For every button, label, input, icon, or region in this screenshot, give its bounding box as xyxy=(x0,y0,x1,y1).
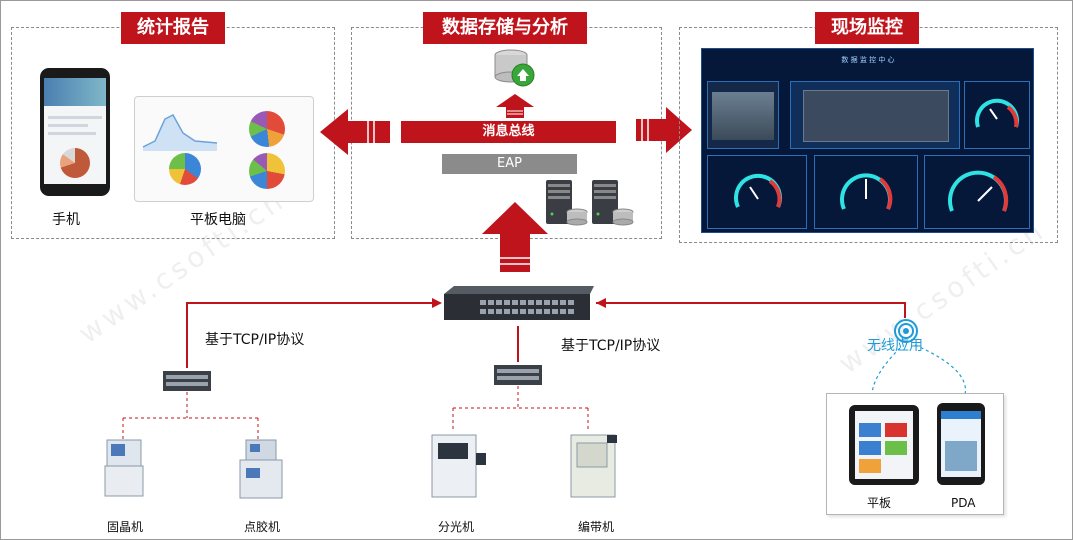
up-arrow-large-icon xyxy=(482,202,548,272)
protocol-label-left: 基于TCP/IP协议 xyxy=(205,332,305,348)
eap-bar: EAP xyxy=(442,154,577,174)
factory-floor-panel xyxy=(790,81,960,149)
wireless-label: 无线应用 xyxy=(867,338,923,354)
tablet-pie-2 xyxy=(169,153,201,185)
phone-device xyxy=(40,68,110,196)
die-bonder-machine-icon xyxy=(104,439,144,497)
dashboard-title: 数 据 监 控 中 心 xyxy=(841,56,895,64)
gauge-panel-top xyxy=(964,81,1030,149)
storage-title: 数据存储与分析 xyxy=(423,12,587,44)
machine-label-dispenser: 点胶机 xyxy=(244,520,281,534)
tablet-device xyxy=(134,96,314,202)
gauge-icon xyxy=(948,170,1009,212)
machine-label-taping: 编带机 xyxy=(578,520,615,534)
wireless-icon xyxy=(894,319,918,343)
monitor-dashboard: 数 据 监 控 中 心 xyxy=(701,48,1034,233)
gauge-panel-3 xyxy=(924,155,1030,229)
tablet-line-chart xyxy=(142,114,218,151)
phone-pie xyxy=(60,148,90,178)
taping-machine-icon xyxy=(570,434,617,498)
tablet-pie-3 xyxy=(249,153,285,189)
message-bus-bar: 消息总线 xyxy=(401,121,616,143)
network-switch-icon xyxy=(444,286,594,320)
pda-device xyxy=(937,403,985,485)
pda-label: PDA xyxy=(951,496,976,510)
mobile-tablet-device xyxy=(849,405,919,485)
phone-banner xyxy=(44,78,106,106)
up-arrow-icon xyxy=(496,94,534,118)
phone-screen xyxy=(44,78,106,184)
mobile-tablet-label: 平板 xyxy=(867,496,892,510)
gauge-panel-2 xyxy=(814,155,918,229)
tablet-pie-1 xyxy=(249,111,285,147)
server-icon xyxy=(592,180,634,226)
sorter-machine-icon xyxy=(431,434,486,498)
monitor-title: 现场监控 xyxy=(815,12,919,44)
gauge-icon xyxy=(975,98,1019,128)
network-switch-icon xyxy=(494,365,542,385)
machine-label-sorter: 分光机 xyxy=(438,520,475,534)
network-switch-icon xyxy=(163,371,211,391)
protocol-label-right: 基于TCP/IP协议 xyxy=(561,338,661,354)
dispenser-machine-icon xyxy=(239,439,283,499)
server-icon xyxy=(546,180,588,226)
gauge-icon xyxy=(734,173,782,208)
camera-panel xyxy=(707,81,779,149)
right-arrow-icon xyxy=(636,107,692,153)
report-title: 统计报告 xyxy=(121,12,225,44)
tablet-label: 平板电脑 xyxy=(190,212,246,228)
gauge-panel-1 xyxy=(707,155,807,229)
machine-label-die-bonder: 固晶机 xyxy=(107,520,144,534)
phone-label: 手机 xyxy=(52,212,80,228)
gauge-icon xyxy=(840,173,893,210)
left-arrow-icon xyxy=(320,109,390,155)
database-icon xyxy=(494,49,535,87)
